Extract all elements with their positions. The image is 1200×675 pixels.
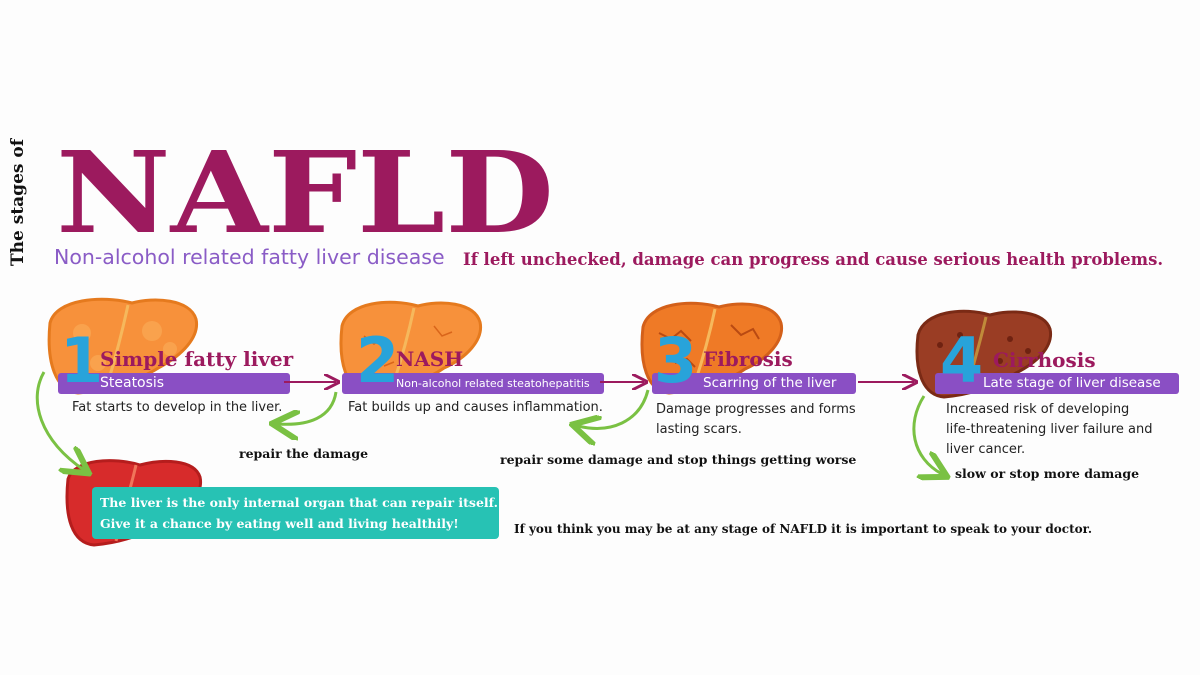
info-box-line: The liver is the only internal organ tha… [100,495,498,510]
stage-4-name: Cirrhosis [993,348,1096,372]
page-title: NAFLD [56,128,555,259]
stage-1-band [58,373,290,394]
stage-3-name: Fibrosis [703,347,793,371]
stage-3-subtitle: Scarring of the liver [703,375,837,391]
stage-2-description: Fat builds up and causes inflammation. [348,400,603,415]
liver-stage-2-icon [339,300,483,394]
stage-3-band [652,373,856,394]
repair-arrow-3 [578,389,650,428]
stage-3-description-line: Damage progresses and forms [656,402,856,417]
stage-2-subtitle: Non-alcohol related steatohepatitis [396,377,590,390]
liver-stage-1-icon [47,297,199,395]
stage-4-description-line: Increased risk of developing [946,402,1130,417]
stage-2-number: 2 [356,324,400,397]
stage-4-number: 4 [940,324,984,397]
repair-arrow-4 [912,395,942,474]
repair-note-stage-3: repair some damage and stop things getti… [500,452,857,467]
stage-2-name: NASH [396,347,464,371]
repair-arrow-1 [35,371,84,470]
stage-1-number: 1 [60,324,104,397]
repair-note-stage-2: repair the damage [239,446,369,461]
stage-1-subtitle: Steatosis [100,375,165,391]
repair-note-stage-4: slow or stop more damage [955,466,1140,481]
stage-3-description-line: lasting scars. [656,422,742,437]
stage-2-band [342,373,604,394]
page-subtitle: Non-alcohol related fatty liver disease [54,245,445,269]
stage-4-description: Increased risk of developing life-threat… [946,400,1152,460]
stage-4-band [935,373,1179,394]
tagline: If left unchecked, damage can progress a… [463,250,1164,269]
stage-1-description: Fat starts to develop in the liver. [72,400,283,415]
stage-3-number: 3 [654,324,698,397]
stage-4-description-line: liver cancer. [946,442,1026,457]
stage-1-name: Simple fatty liver [100,347,294,371]
repair-arrow-2 [278,391,338,424]
info-box-line: Give it a chance by eating well and livi… [100,516,459,531]
stage-4-description-line: life-threatening liver failure and [946,422,1153,437]
stage-3-description: Damage progresses and forms lasting scar… [656,400,856,440]
doctor-note: If you think you may be at any stage of … [514,522,1093,536]
stage-4-subtitle: Late stage of liver disease [983,375,1161,391]
info-box: The liver is the only internal organ tha… [92,487,499,539]
